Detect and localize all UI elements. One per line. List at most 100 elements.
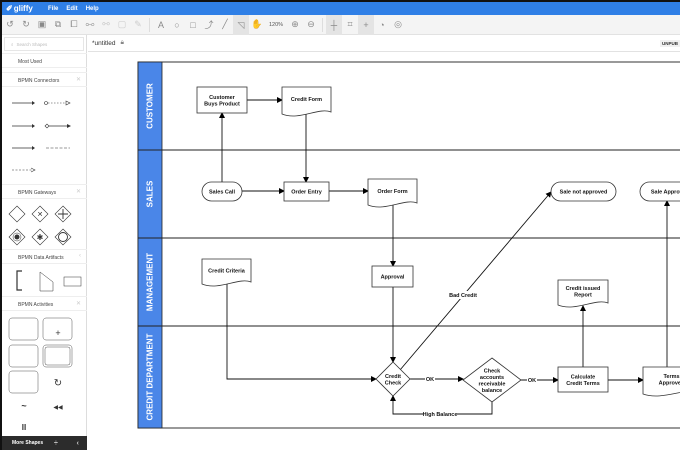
parallel-marker-icon: II (22, 423, 26, 432)
shape-library-sidebar: ⌕Search Shapes ✕✱+↻~◀◀II Most Used BPMN … (2, 35, 87, 450)
lock-icon[interactable]: 🔒︎ (120, 39, 124, 46)
collapse-icon[interactable]: ‹ (79, 253, 81, 259)
sale-not-approved-terminator (550, 181, 617, 202)
data-object-shape (39, 271, 54, 292)
divider (149, 17, 150, 32)
menu-file[interactable]: File (48, 5, 59, 12)
calculate-credit-terms-box (557, 366, 609, 393)
ungroup-icon[interactable]: ⧟ (85, 19, 95, 29)
lane-label: CUSTOMER (146, 83, 155, 129)
sale-approved-label: Sale Approved (651, 190, 680, 196)
gliffy-logo[interactable]: ✐gliffy (6, 4, 33, 13)
publish-status-badge[interactable]: UNPUB (659, 40, 680, 47)
layers-icon[interactable]: ◎ (394, 19, 402, 29)
zoom-level-select[interactable]: 120% (268, 21, 284, 28)
grid-icon[interactable]: ┼ (326, 14, 342, 35)
credit-criteria-document (201, 258, 252, 287)
save-icon[interactable]: ▣ (37, 19, 47, 29)
close-icon[interactable]: ✕ (75, 77, 81, 83)
section-bpmn-data-artifacts[interactable]: BPMN Data Artifacts‹ (2, 249, 87, 264)
message-flow-shape (44, 101, 48, 105)
sales-call-label: Sales Call (209, 190, 235, 196)
more-shapes-button[interactable]: More Shapes÷‹ (2, 436, 87, 450)
theme-icon[interactable]: ◔ (379, 19, 385, 30)
text-icon[interactable]: A (157, 19, 164, 30)
section-bpmn-connectors[interactable]: BPMN Connectors✕ (2, 72, 87, 87)
ad-hoc-icon: ~ (21, 401, 26, 411)
sort-icon[interactable]: ÷ (53, 439, 58, 447)
pen-icon[interactable]: ✎ (134, 19, 142, 29)
zoom-in-icon[interactable]: ⊕ (291, 19, 299, 29)
toolbar: ↺ ↻ ▣ ⧉ ⧠ ⧟ ⚯ ▢ ✎ A ○ □ ⤴ ╱ ◹ ✋ 120% ⊕ ⊖… (2, 14, 680, 35)
label-line: Check (484, 368, 501, 374)
search-shapes-input[interactable]: ⌕Search Shapes (4, 37, 84, 51)
lane-label: CREDIT DEPARTMENT (146, 333, 155, 420)
customer-buys-product-box (196, 86, 248, 114)
close-icon[interactable]: ✕ (75, 189, 81, 195)
inclusive-gateway-mark (58, 232, 68, 242)
link-icon[interactable]: ⚯ (102, 19, 110, 29)
label-line: Credit (385, 374, 401, 380)
redo-icon[interactable]: ↻ (22, 19, 30, 29)
section-most-used[interactable]: Most Used (2, 53, 87, 68)
transaction-border (44, 346, 71, 366)
group-icon[interactable]: ⧠ (70, 19, 78, 29)
loop-icon: ↻ (54, 378, 62, 389)
menu-edit[interactable]: Edit (66, 5, 78, 12)
pointer-icon[interactable]: ◹ (233, 14, 249, 35)
label-line: Order Form (377, 189, 407, 195)
edge-label-ok1: OK (426, 377, 434, 383)
logo-icon: ✐ (6, 4, 13, 13)
activity-shape (8, 344, 39, 368)
rectangle-icon[interactable]: □ (190, 19, 196, 30)
line-icon[interactable]: ╱ (222, 19, 228, 29)
annotation-shape (16, 270, 22, 291)
lane-header (137, 325, 163, 429)
order-entry-box (283, 181, 330, 202)
compensation-icon: ◀◀ (53, 405, 63, 411)
crosshair-icon[interactable]: + (358, 14, 374, 35)
undo-icon[interactable]: ↺ (6, 19, 14, 29)
section-bpmn-gateways[interactable]: BPMN Gateways✕ (2, 184, 87, 199)
lane-header (137, 61, 163, 151)
gateway-shape (31, 228, 49, 246)
lane-header (137, 149, 163, 239)
event-gateway-mark (12, 232, 22, 242)
gateway-shape (54, 228, 72, 246)
close-icon[interactable]: ✕ (75, 301, 81, 307)
label-line: Credit issued (566, 286, 601, 292)
collapse-sidebar-icon[interactable]: ‹ (76, 439, 79, 447)
section-bpmn-activities[interactable]: BPMN Activities✕ (2, 296, 87, 311)
event-gateway-mark (14, 234, 20, 240)
copy-icon[interactable]: ⧉ (54, 19, 62, 29)
terms-approved-document (642, 366, 680, 397)
flow-connector (226, 283, 377, 382)
label-line: Credit Criteria (208, 268, 246, 274)
gateway-shape (31, 205, 49, 223)
credit-check-decision (375, 361, 411, 397)
label-line: Report (574, 293, 592, 299)
activity-shape (42, 317, 73, 341)
complex-gateway-mark: ✱ (37, 233, 44, 242)
zoom-out-icon[interactable]: ⊖ (307, 19, 315, 29)
credit-criteria-label: Credit Criteria (208, 268, 246, 274)
edge-label-bad-credit: Bad Credit (449, 293, 477, 299)
lane-label: MANAGEMENT (146, 253, 155, 311)
image-icon[interactable]: ▢ (117, 19, 127, 29)
document-title[interactable]: *untitled (92, 39, 116, 47)
hand-icon[interactable]: ✋ (251, 19, 263, 29)
order-form-label: Order Form (377, 189, 407, 195)
label-line: Order Entry (291, 190, 323, 196)
label-line: Calculate (571, 374, 595, 380)
crop-icon[interactable]: ⌗ (347, 19, 353, 29)
connector-icon[interactable]: ⤴ (204, 20, 214, 30)
credit-form-label: Credit Form (291, 97, 322, 103)
arrowhead (67, 124, 71, 128)
ellipse-icon[interactable]: ○ (174, 19, 180, 30)
menu-help[interactable]: Help (85, 5, 99, 12)
activity-shape (8, 317, 39, 341)
